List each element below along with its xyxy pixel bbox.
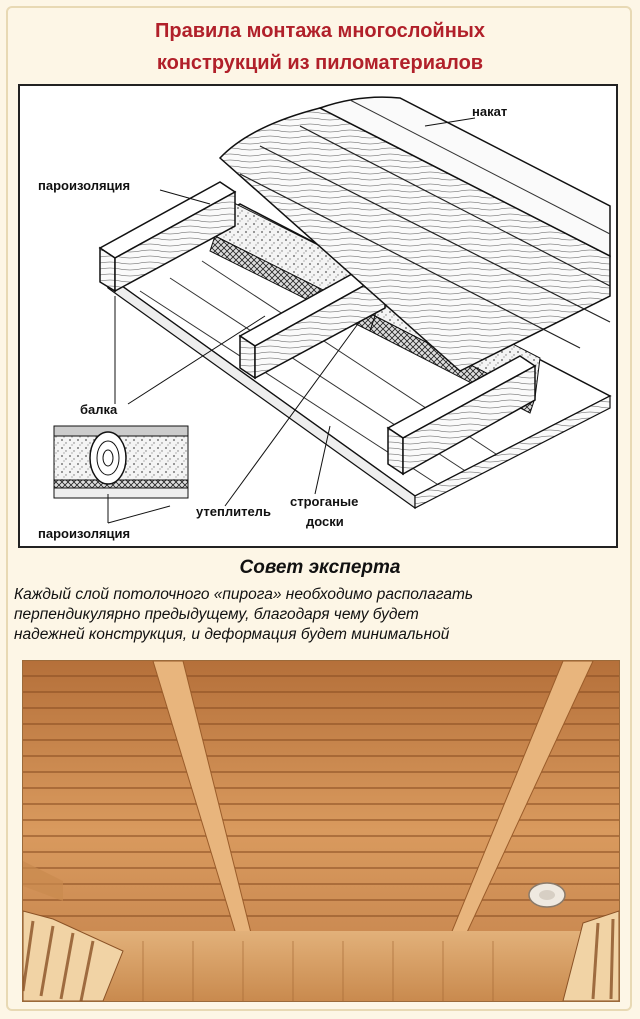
expert-advice-heading: Совет эксперта: [239, 557, 401, 578]
page-border: [6, 6, 632, 1011]
cross-section-inset: [53, 425, 189, 499]
construction-diagram: накат пароизоляция балка утеплитель стро…: [18, 84, 618, 548]
rolling-layer: [218, 96, 611, 372]
label-beam: балка: [80, 402, 118, 417]
advice-line-3: надежней конструкция, и деформация будет…: [14, 626, 450, 643]
label-nakat: накат: [472, 104, 508, 119]
advice-line-2: перпендикулярно предыдущему, благодаря ч…: [14, 606, 419, 623]
label-planed-boards-1: строганые: [290, 494, 359, 509]
ceiling-illustration: [23, 661, 619, 1001]
wooden-ceiling-photo: [22, 660, 620, 1002]
advice-line-1: Каждый слой потолочного «пирога» необход…: [14, 586, 474, 603]
diagram-drawing: [53, 96, 612, 524]
label-planed-boards-2: доски: [306, 514, 344, 529]
expert-advice-text: Каждый слой потолочного «пирога» необход…: [14, 585, 626, 645]
beams: [98, 181, 537, 476]
label-vapor-barrier-top: пароизоляция: [38, 178, 131, 193]
page-title-line-1: Правила монтажа многослойных: [154, 20, 485, 42]
leader-lines: [107, 117, 476, 524]
label-vapor-barrier-bottom: пароизоляция: [38, 526, 131, 541]
page-title-line-2: конструкций из пиломатериалов: [156, 52, 484, 74]
label-insulation: утеплитель: [196, 504, 271, 519]
